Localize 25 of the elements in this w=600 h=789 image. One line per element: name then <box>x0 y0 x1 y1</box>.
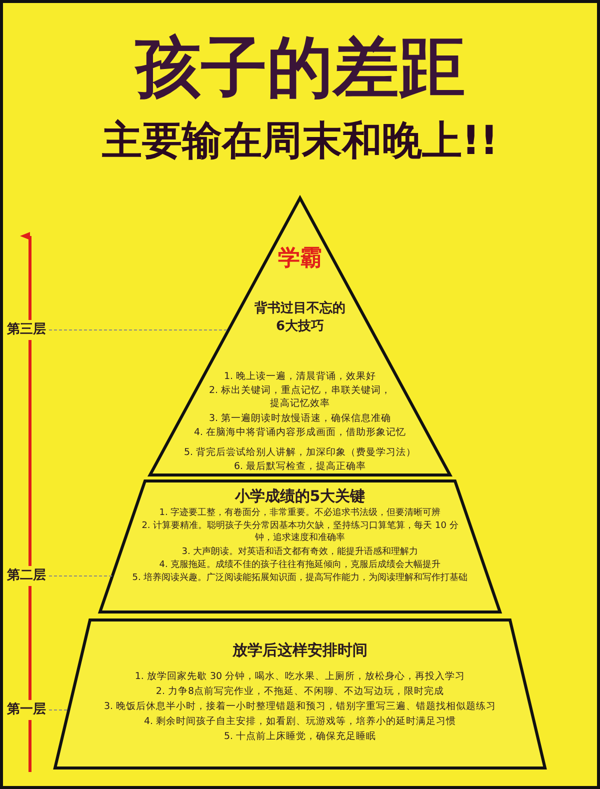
list-item: 2. 标出关键词，重点记忆，串联关键词，提高记忆效率 <box>208 384 392 410</box>
list-item: 5. 培养阅读兴趣。广泛阅读能拓展知识面，提高写作能力，为阅读理解和写作打基础 <box>131 572 469 584</box>
list-item: 2. 计算要精准。聪明孩子失分常因基本功欠缺，坚持练习口算笔算，每天 10 分钟，追求速度和准确率 <box>140 520 460 544</box>
list-item: 6. 最后默写检查，提高正确率 <box>232 460 368 473</box>
list-item: 1. 字迹要工整，有卷面分，非常重要。不必追求书法级，但要清晰可辨 <box>158 507 442 519</box>
list-item: 4. 剩余时间孩子自主安排，如看剧、玩游戏等，培养小的延时满足习惯 <box>142 715 458 728</box>
list-item: 3. 第一遍朗读时放慢语速，确保信息准确 <box>208 412 392 425</box>
level-label: 第二层 <box>6 566 47 586</box>
list-item: 4. 在脑海中将背诵内容形成画面，借助形象记忆 <box>192 426 408 439</box>
section-heading: 背书过目不忘的 6大技巧 <box>253 300 346 336</box>
title: 孩子的差距 <box>134 30 466 106</box>
list-item: 5. 背完后尝试给别人讲解，加深印象（费曼学习法） <box>182 446 418 459</box>
list-item: 4. 克服拖延。成绩不佳的孩子往往有拖延倾向，克服后成绩会大幅提升 <box>158 559 442 571</box>
list-item: 3. 大声朗读。对英语和语文都有奇效，能提升语感和理解力 <box>180 546 420 558</box>
list-item: 1. 晚上读一遍，清晨背诵，效果好 <box>222 370 378 383</box>
list-item: 1. 放学回家先歇 30 分钟，喝水、吃水果、上厕所，放松身心，再投入学习 <box>134 670 466 683</box>
subtitle: 主要输在周末和晚上!! <box>100 118 500 164</box>
list-item: 3. 晚饭后休息半小时，接着一小时整理错题和预习，错别字重写三遍、错题找相似题练习 <box>102 700 498 713</box>
list-item: 2. 力争8点前写完作业，不拖延、不闲聊、不边写边玩，限时完成 <box>154 685 446 698</box>
level-label: 第三层 <box>6 320 47 340</box>
level-label: 第一层 <box>6 700 47 720</box>
section-heading: 小学成绩的5大关键 <box>234 486 366 506</box>
section-heading: 放学后这样安排时间 <box>231 640 368 660</box>
tier-heading: 学霸 <box>277 245 323 273</box>
list-item: 5. 十点前上床睡觉，确保充足睡眠 <box>222 730 378 743</box>
